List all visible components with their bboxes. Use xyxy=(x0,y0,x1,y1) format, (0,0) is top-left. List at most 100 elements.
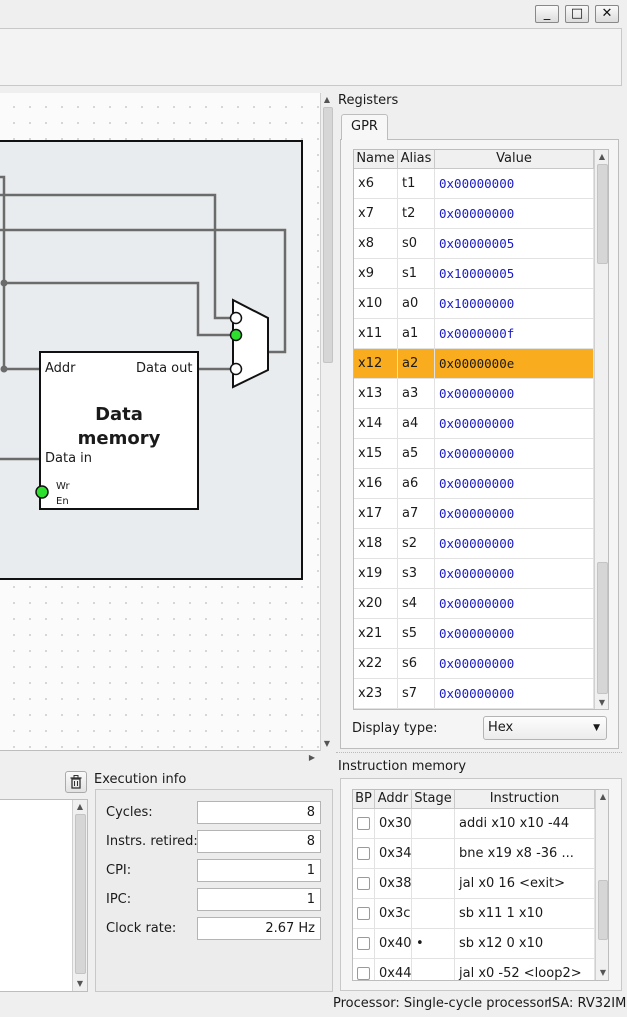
register-value[interactable]: 0x00000000 xyxy=(435,439,594,469)
register-value[interactable]: 0x00000000 xyxy=(435,499,594,529)
instruction-addr: 0x44 xyxy=(375,959,412,980)
bp-cell xyxy=(353,959,375,980)
execution-info-title: Execution info xyxy=(94,772,187,787)
breakpoint-checkbox[interactable] xyxy=(357,907,370,920)
register-name: x6 xyxy=(354,169,398,199)
breakpoint-checkbox[interactable] xyxy=(357,877,370,890)
register-value[interactable]: 0x00000000 xyxy=(435,529,594,559)
instrs-retired-label: Instrs. retired: xyxy=(106,834,198,849)
splitter[interactable] xyxy=(336,752,622,753)
column-header-alias[interactable]: Alias xyxy=(398,150,435,169)
register-value[interactable]: 0x0000000f xyxy=(435,319,594,349)
instruction-stage: • xyxy=(412,929,455,959)
minimize-button[interactable]: _ xyxy=(535,5,559,23)
register-value[interactable]: 0x10000005 xyxy=(435,259,594,289)
close-button[interactable]: ✕ xyxy=(595,5,619,23)
register-value[interactable]: 0x00000000 xyxy=(435,199,594,229)
console-output[interactable]: ▲ ▼ xyxy=(0,799,88,992)
status-processor: Processor: Single-cycle processor xyxy=(333,996,550,1011)
instruction-memory-scrollbar[interactable]: ▲ ▼ xyxy=(595,790,608,980)
breakpoint-checkbox[interactable] xyxy=(357,967,370,980)
scrollbar-thumb[interactable] xyxy=(75,814,86,974)
console-scrollbar[interactable]: ▲ ▼ xyxy=(72,800,87,991)
arrow-up-icon[interactable]: ▲ xyxy=(323,95,331,104)
register-name: x10 xyxy=(354,289,398,319)
maximize-button[interactable]: □ xyxy=(565,5,589,23)
processor-diagram[interactable]: Addr Data out Data in Wr En Data memory xyxy=(0,93,320,751)
arrow-up-icon[interactable]: ▲ xyxy=(76,802,84,811)
register-value[interactable]: 0x0000000e xyxy=(435,349,594,379)
column-header-stage[interactable]: Stage xyxy=(412,790,455,809)
arrow-up-icon[interactable]: ▲ xyxy=(598,152,606,161)
column-header-instruction[interactable]: Instruction xyxy=(455,790,595,809)
arrow-right-icon[interactable]: ▶ xyxy=(308,753,316,762)
register-value[interactable]: 0x00000000 xyxy=(435,169,594,199)
register-value[interactable]: 0x00000005 xyxy=(435,229,594,259)
diagram-vertical-scrollbar[interactable]: ▲ ▼ xyxy=(320,93,334,751)
arrow-up-icon[interactable]: ▲ xyxy=(599,792,607,801)
register-value[interactable]: 0x00000000 xyxy=(435,559,594,589)
register-alias: s2 xyxy=(398,529,435,559)
column-header-name[interactable]: Name xyxy=(354,150,398,169)
register-value[interactable]: 0x00000000 xyxy=(435,469,594,499)
instruction-text: jal x0 -52 <loop2> xyxy=(455,959,595,980)
registers-scrollbar[interactable]: ▲ ▼ xyxy=(594,150,608,709)
arrow-down-icon[interactable]: ▼ xyxy=(76,979,84,988)
mux-shape xyxy=(232,298,269,389)
register-name: x19 xyxy=(354,559,398,589)
arrow-down-icon[interactable]: ▼ xyxy=(598,698,606,707)
port-data-in-label: Data in xyxy=(45,451,93,466)
instruction-addr: 0x34 xyxy=(375,839,412,869)
register-name: x18 xyxy=(354,529,398,559)
clear-console-button[interactable] xyxy=(65,771,87,793)
register-value[interactable]: 0x00000000 xyxy=(435,619,594,649)
register-value[interactable]: 0x00000000 xyxy=(435,589,594,619)
arrow-down-icon[interactable]: ▼ xyxy=(599,968,607,977)
breakpoint-checkbox[interactable] xyxy=(357,817,370,830)
instruction-row[interactable]: 0x40•sb x12 0 x10 xyxy=(353,929,595,959)
scrollbar-thumb-lower[interactable] xyxy=(597,562,608,694)
display-type-label: Display type: xyxy=(352,721,438,736)
scrollbar-thumb[interactable] xyxy=(598,880,608,940)
column-header-bp[interactable]: BP xyxy=(353,790,375,809)
register-value[interactable]: 0x00000000 xyxy=(435,679,594,709)
diagram-horizontal-scrollbar[interactable]: ▶ xyxy=(0,751,320,765)
scrollbar-thumb[interactable] xyxy=(323,107,333,363)
column-header-addr[interactable]: Addr xyxy=(375,790,412,809)
register-value[interactable]: 0x10000000 xyxy=(435,289,594,319)
scrollbar-thumb[interactable] xyxy=(597,164,608,264)
column-header-value[interactable]: Value xyxy=(435,150,594,169)
tab-gpr[interactable]: GPR xyxy=(341,114,388,140)
instruction-row[interactable]: 0x44 jal x0 -52 <loop2> xyxy=(353,959,595,980)
breakpoint-checkbox[interactable] xyxy=(357,937,370,950)
arrow-down-icon[interactable]: ▼ xyxy=(323,739,331,748)
register-value[interactable]: 0x00000000 xyxy=(435,649,594,679)
display-type-select[interactable]: Hex ▼ xyxy=(483,716,607,740)
register-value[interactable]: 0x00000000 xyxy=(435,409,594,439)
register-value[interactable]: 0x00000000 xyxy=(435,379,594,409)
register-name: x12 xyxy=(354,349,398,379)
breakpoint-checkbox[interactable] xyxy=(357,847,370,860)
